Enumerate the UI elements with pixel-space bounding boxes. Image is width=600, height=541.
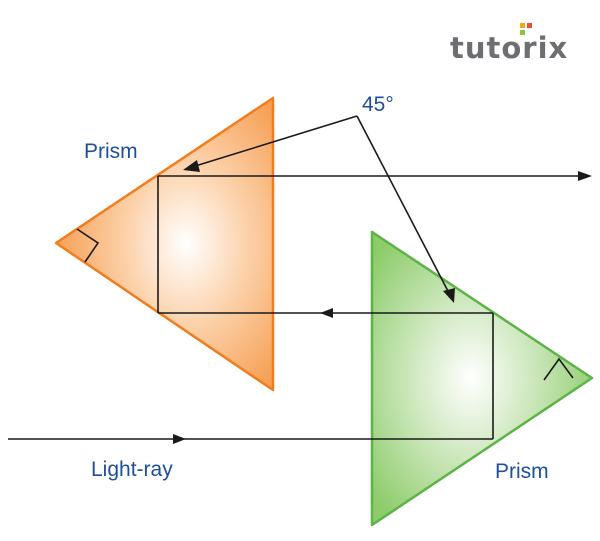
logo-accent-dot	[520, 30, 525, 35]
logo-text: tutorix	[450, 31, 568, 65]
prism-green	[370, 230, 594, 527]
angle-pointers	[191, 115, 451, 296]
pointer-to-orange	[191, 115, 358, 168]
angle-label: 45°	[362, 93, 394, 116]
arrowhead-outgoing	[578, 171, 592, 181]
light-ray-label: Light-ray	[91, 458, 173, 481]
logo-accent-dot	[527, 23, 532, 28]
logo: tutorix	[450, 23, 568, 65]
right-angle-icon	[543, 357, 574, 381]
prism-label-top: Prism	[84, 140, 138, 163]
logo-accent-dot	[520, 23, 525, 28]
arrowhead-between	[320, 308, 333, 318]
prism-orange	[54, 96, 275, 392]
pointer-to-green	[356, 115, 451, 296]
prism-label-bottom: Prism	[495, 460, 549, 483]
arrowhead-pointer-orange	[183, 160, 200, 172]
arrowhead-incoming	[173, 434, 186, 444]
arrowhead-pointer-green	[443, 288, 455, 303]
right-angle-icon	[76, 228, 100, 263]
